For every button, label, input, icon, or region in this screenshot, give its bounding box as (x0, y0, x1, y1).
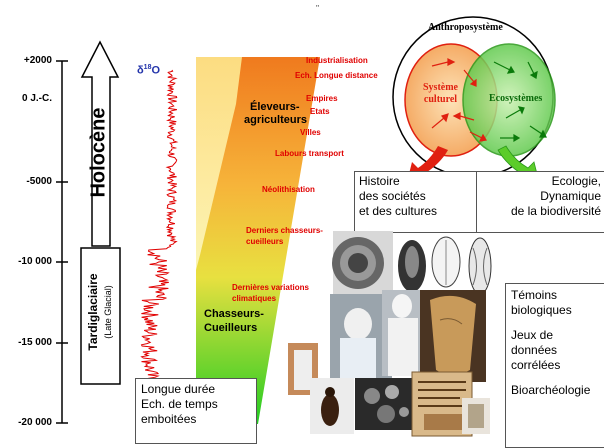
photo-beetle (310, 378, 354, 434)
histoire-line-1: Histoire (359, 174, 400, 188)
eleveurs-label: Éleveurs- agriculteurs (244, 101, 307, 127)
temoins-box: Témoins biologiques Jeux de données corr… (505, 283, 604, 448)
wedge-triangle (196, 57, 320, 424)
venn-right-label: Ecosystèmes (489, 93, 543, 104)
top-mark: '' (316, 4, 320, 13)
venn-red-arrows (431, 58, 487, 142)
photo-artifact (462, 398, 490, 434)
photo-lab-worker (382, 290, 426, 376)
chasseurs-line-1: Chasseurs- (204, 308, 264, 320)
event-neolithisation: Néolithisation (262, 185, 315, 194)
tick-minus-20000: -20 000 (18, 417, 52, 428)
ecologie-line-1: Ecologie, (551, 174, 601, 188)
temoins-line-1: Témoins (511, 288, 558, 302)
event-empires: Empires (306, 94, 338, 103)
eleveurs-line-2: agriculteurs (244, 114, 307, 126)
tick-minus-5000: -5000 (26, 176, 52, 187)
event-echanges: Ech. Longue distance (295, 71, 378, 80)
event-derniers-chasseurs: Derniers chasseurs- cueilleurs (246, 225, 323, 247)
isotope-o: O (151, 64, 161, 77)
temoins-line-8: Bioarchéologie (511, 383, 591, 397)
tick-minus-15000: -15 000 (18, 337, 52, 348)
event-variations-1: Dernières variations (232, 283, 309, 292)
histoire-box: Histoire des sociétés et des cultures (354, 171, 478, 233)
longue-duree-box: Longue durée Ech. de temps emboitées (135, 378, 257, 444)
photo-pollen (355, 378, 413, 430)
event-variations: Dernières variations climatiques (232, 282, 309, 304)
photo-seed-sketch-2 (468, 237, 492, 295)
event-etats: Etats (310, 107, 330, 116)
chasseurs-line-2: Cueilleurs (204, 322, 258, 334)
tick-minus-10000: -10 000 (18, 256, 52, 267)
event-industrialisation: Industrialisation (306, 56, 368, 65)
tick-0-jc: 0 J.-C. (21, 93, 52, 104)
isotope-superscript: 18 (143, 64, 152, 71)
temoins-line-6: corrélées (511, 358, 561, 372)
wedge-highlight (196, 57, 242, 270)
chasseurs-label: Chasseurs- Cueilleurs (204, 307, 264, 335)
isotope-curve (140, 69, 179, 381)
eleveurs-line-1: Éleveurs- (250, 101, 300, 113)
event-labours: Labours transport (275, 149, 344, 158)
isotope-label: δ18O (137, 64, 160, 77)
longue-line-2: Ech. de temps (141, 397, 218, 411)
photo-tree-ring (332, 231, 393, 295)
photo-bone (420, 290, 486, 382)
histoire-line-3: et des cultures (359, 204, 438, 218)
event-derniers-chasseurs-1: Derniers chasseurs- (246, 226, 323, 235)
longue-line-1: Longue durée (141, 382, 216, 396)
photo-scientist (330, 294, 392, 378)
temoins-line-4: Jeux de (511, 328, 554, 342)
venn-left-line-1: Système (423, 82, 458, 93)
isotope-delta: δ (137, 64, 144, 77)
histoire-line-2: des sociétés (359, 189, 426, 203)
event-variations-2: climatiques (232, 294, 277, 303)
event-villes: Villes (300, 128, 321, 137)
ecologie-line-2: Dynamique (540, 189, 601, 203)
venn-left-line-2: culturel (423, 94, 458, 105)
event-derniers-chasseurs-2: cueilleurs (246, 237, 284, 246)
longue-line-3: emboitées (141, 412, 197, 426)
temoins-line-5: données (511, 343, 558, 357)
temoins-spacer-1 (511, 318, 604, 328)
ecologie-box: Ecologie, Dynamique de la biodiversité (476, 171, 604, 233)
temoins-spacer-2 (511, 373, 604, 383)
photo-seed-black (398, 240, 426, 292)
venn-green-arrows (493, 61, 547, 143)
photo-seed-sketch-1 (431, 236, 461, 288)
ecologie-line-3: de la biodiversité (510, 204, 601, 218)
venn-left-label: Système culturel (423, 82, 458, 106)
tick-plus-2000: +2000 (23, 55, 52, 66)
venn-title: Anthroposystème (428, 22, 503, 33)
temoins-line-2: biologiques (511, 303, 572, 317)
